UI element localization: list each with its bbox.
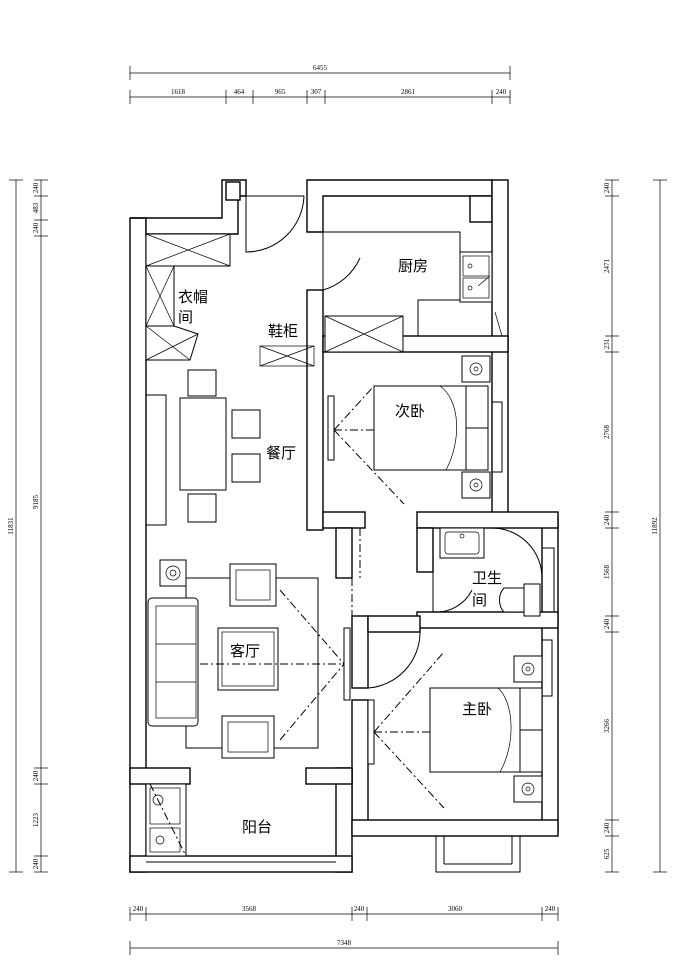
top-dimensions: 6455 1618 464 965 307 2861 240 — [129, 64, 511, 104]
dim-left-seg-1: 240 — [32, 182, 40, 193]
kitchen-door-swing — [322, 232, 361, 291]
living-room-furniture — [147, 559, 351, 759]
master-door-swing — [367, 631, 421, 689]
dim-right-seg-9: 240 — [603, 822, 611, 833]
sofa — [147, 597, 199, 727]
kitchen-sink — [459, 251, 493, 303]
nightstand — [513, 775, 543, 803]
second-bedroom-furniture — [327, 355, 503, 505]
dim-left-seg-6: 240 — [32, 858, 40, 869]
dim-top-seg-4: 307 — [311, 88, 322, 96]
nightstand — [461, 355, 491, 383]
walls — [129, 179, 559, 873]
second-bedroom-wardrobe — [324, 315, 404, 353]
dining-chair — [187, 493, 217, 523]
dim-left-seg-3: 240 — [32, 222, 40, 233]
pillow — [465, 385, 489, 429]
dim-left-seg-5: 1223 — [32, 813, 40, 828]
label-bathroom-2: 间 — [472, 591, 487, 609]
dim-top-seg-6: 240 — [496, 88, 507, 96]
nightstand — [513, 655, 543, 683]
master-bedroom-furniture — [367, 639, 553, 809]
shoe-cabinet — [259, 345, 315, 367]
label-living: 客厅 — [230, 642, 260, 660]
pillow — [465, 427, 489, 471]
label-balcony: 阳台 — [242, 818, 272, 836]
dim-top-seg-3: 965 — [275, 88, 286, 96]
label-wardrobe-2: 间 — [178, 308, 193, 326]
wash-basin — [439, 527, 485, 559]
left-dimensions: 11831 240 483 240 9185 240 1223 240 — [7, 179, 48, 873]
dim-bottom-seg-5: 240 — [545, 905, 556, 913]
kitchen — [323, 231, 503, 337]
tv-cabinet — [343, 627, 351, 701]
balcony-fixtures — [145, 783, 187, 857]
coffee-table — [217, 627, 279, 691]
dim-top-seg-5: 2861 — [401, 88, 416, 96]
label-dining: 餐厅 — [266, 444, 296, 462]
nightstand — [461, 471, 491, 499]
dim-top-seg-1: 1618 — [171, 88, 186, 96]
dim-bottom-seg-2: 3568 — [242, 905, 257, 913]
dim-bottom-total: 7348 — [337, 939, 352, 947]
dim-top-seg-2: 464 — [234, 88, 245, 96]
armchair — [221, 715, 275, 759]
dim-right-seg-7: 240 — [603, 618, 611, 629]
dim-right-seg-6: 1568 — [603, 565, 611, 580]
dining-table — [179, 397, 227, 491]
right-dimensions: 240 2471 231 2768 240 1568 240 3266 240 … — [603, 179, 667, 873]
dim-left-total: 11831 — [7, 517, 15, 535]
window — [491, 401, 503, 473]
label-kitchen: 厨房 — [398, 257, 428, 275]
tv-unit — [327, 395, 335, 461]
bed — [373, 385, 467, 471]
armchair — [229, 563, 277, 607]
dim-right-seg-2: 2471 — [603, 259, 611, 274]
tv-unit — [367, 699, 375, 765]
dim-bottom-seg-4: 3060 — [448, 905, 463, 913]
dim-right-seg-3: 231 — [603, 338, 611, 349]
dim-right-seg-4: 2768 — [603, 425, 611, 440]
bed — [429, 687, 521, 773]
dim-top-total: 6455 — [313, 64, 328, 72]
dim-bottom-seg-3: 240 — [354, 905, 365, 913]
dining-set — [179, 369, 261, 523]
dim-right-seg-8: 3266 — [603, 719, 611, 734]
label-second-bedroom: 次卧 — [395, 402, 425, 420]
dim-right-seg-1: 240 — [603, 182, 611, 193]
dim-left-seg-2: 483 — [32, 202, 40, 213]
dim-right-seg-5: 240 — [603, 514, 611, 525]
wardrobe — [145, 233, 231, 361]
label-shoe-cabinet: 鞋柜 — [268, 322, 298, 340]
side-table — [159, 559, 187, 587]
bottom-dimensions: 240 3568 240 3060 240 7348 — [129, 905, 559, 955]
dim-left-seg-4: 240 — [32, 770, 40, 781]
dim-left-inner: 9185 — [32, 495, 40, 510]
dining-chair — [231, 453, 261, 483]
label-bathroom-1: 卫生 — [472, 569, 502, 587]
dim-right-seg-10: 625 — [603, 848, 611, 859]
dim-right-total: 11892 — [651, 517, 659, 535]
label-wardrobe-1: 衣帽 — [178, 288, 208, 306]
dining-chair — [187, 369, 217, 397]
label-master-bedroom: 主卧 — [462, 700, 492, 718]
pillow — [519, 687, 543, 731]
dining-chair — [231, 409, 261, 439]
bath-door-swing — [432, 572, 473, 613]
washing-machine — [145, 783, 187, 857]
pillow — [519, 729, 543, 773]
bathroom-fixtures — [439, 527, 555, 617]
room-labels: 衣帽 间 鞋柜 厨房 次卧 餐厅 卫生 间 客厅 主卧 阳台 — [178, 257, 502, 836]
dim-bottom-seg-1: 240 — [133, 905, 144, 913]
entry-door-swing — [245, 195, 305, 253]
